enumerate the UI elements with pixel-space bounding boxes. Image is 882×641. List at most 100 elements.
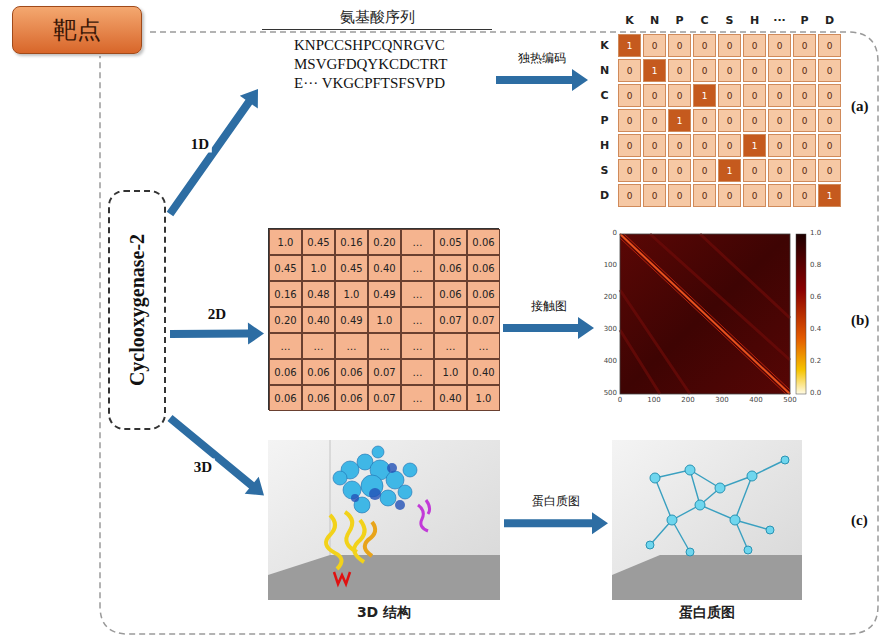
one-hot-cell: 0 bbox=[643, 84, 666, 107]
matrix-cell: … bbox=[401, 333, 434, 359]
correlation-matrix: 1.00.450.160.20…0.050.060.451.00.450.40…… bbox=[268, 228, 499, 410]
column-header: C bbox=[692, 8, 717, 33]
matrix-cell: … bbox=[434, 333, 467, 359]
one-hot-cell: 0 bbox=[643, 159, 666, 182]
target-tab: 靶点 bbox=[12, 6, 142, 54]
matrix-cell: 0.06 bbox=[335, 385, 368, 411]
column-header: S bbox=[717, 8, 742, 33]
one-hot-cell: 0 bbox=[818, 109, 841, 132]
y-tick: 200 bbox=[598, 293, 617, 301]
one-hot-cell: 0 bbox=[643, 109, 666, 132]
y-tick: 400 bbox=[598, 357, 617, 365]
matrix-cell: 0.07 bbox=[467, 307, 500, 333]
column-header: P bbox=[792, 8, 817, 33]
one-hot-cell: 0 bbox=[793, 134, 816, 157]
column-header: H bbox=[742, 8, 767, 33]
block-arrow bbox=[168, 415, 265, 496]
matrix-cell: 0.07 bbox=[434, 307, 467, 333]
y-tick: 100 bbox=[598, 261, 617, 269]
one-hot-cell: 0 bbox=[718, 59, 741, 82]
arrow-label: 2D bbox=[205, 305, 229, 322]
one-hot-cell: 0 bbox=[718, 84, 741, 107]
matrix-cell: … bbox=[401, 281, 434, 307]
matrix-cell: 0.40 bbox=[434, 385, 467, 411]
image-caption: 蛋白质图 bbox=[612, 604, 802, 622]
one-hot-cell: 0 bbox=[693, 59, 716, 82]
one-hot-cell: 1 bbox=[693, 84, 716, 107]
row-header: C bbox=[592, 83, 617, 108]
matrix-cell: … bbox=[335, 333, 368, 359]
sequence-heading: 氨基酸序列 bbox=[262, 8, 492, 30]
matrix-cell: … bbox=[302, 333, 335, 359]
one-hot-cell: 0 bbox=[693, 159, 716, 182]
row-header: D bbox=[592, 183, 617, 208]
graph-panel: 蛋白质图 bbox=[612, 440, 802, 625]
structure-panel: 3D 结构 bbox=[268, 440, 500, 625]
protein-name: Cyclooxygenase-2 bbox=[126, 234, 149, 386]
one-hot-cell: 0 bbox=[743, 159, 766, 182]
matrix-cell: 1.0 bbox=[302, 255, 335, 281]
matrix-cell: … bbox=[269, 333, 302, 359]
one-hot-cell: 0 bbox=[743, 59, 766, 82]
one-hot-cell: 0 bbox=[768, 34, 791, 57]
block-arrow bbox=[504, 512, 608, 534]
matrix-cell: 0.06 bbox=[335, 359, 368, 385]
x-tick: 200 bbox=[673, 396, 703, 404]
arrow-label: 3D bbox=[191, 458, 215, 475]
arrow-label: 独热编码 bbox=[515, 50, 569, 67]
target-tab-label: 靶点 bbox=[53, 14, 101, 46]
one-hot-cell: 0 bbox=[793, 159, 816, 182]
protein-3d-image bbox=[268, 440, 500, 600]
matrix-cell: 0.49 bbox=[335, 307, 368, 333]
one-hot-cell: 0 bbox=[643, 134, 666, 157]
matrix-cell: 0.06 bbox=[302, 385, 335, 411]
matrix-cell: 0.06 bbox=[434, 255, 467, 281]
contact-map: 001.01001000.82002000.63003000.44004000.… bbox=[598, 228, 844, 410]
matrix-cell: 1.0 bbox=[368, 307, 401, 333]
matrix-cell: 1.0 bbox=[269, 229, 302, 255]
amino-acid-sequence: KNPCCSHPCQNRGVC MSVGFDQYKCDCTRT E··· VKG… bbox=[294, 36, 460, 93]
one-hot-cell: 1 bbox=[668, 109, 691, 132]
colorbar-tick: 0.4 bbox=[810, 325, 821, 333]
one-hot-cell: 1 bbox=[743, 134, 766, 157]
one-hot-cell: 0 bbox=[768, 159, 791, 182]
x-tick: 300 bbox=[707, 396, 737, 404]
matrix-cell: 0.48 bbox=[302, 281, 335, 307]
one-hot-cell: 0 bbox=[693, 184, 716, 207]
protein-box: Cyclooxygenase-2 bbox=[108, 190, 166, 430]
sequence-block: 氨基酸序列 KNPCCSHPCQNRGVC MSVGFDQYKCDCTRT E··… bbox=[262, 8, 492, 98]
matrix-cell: 0.45 bbox=[302, 229, 335, 255]
y-tick: 500 bbox=[598, 389, 617, 397]
one-hot-matrix: KNPCSH···PDKNCPHSD1000000000100000000001… bbox=[592, 8, 842, 208]
matrix-cell: 0.05 bbox=[434, 229, 467, 255]
one-hot-cell: 0 bbox=[743, 34, 766, 57]
one-hot-cell: 0 bbox=[668, 84, 691, 107]
matrix-cell: 0.06 bbox=[467, 255, 500, 281]
one-hot-cell: 0 bbox=[793, 59, 816, 82]
block-arrow bbox=[503, 317, 594, 339]
one-hot-cell: 1 bbox=[643, 59, 666, 82]
one-hot-cell: 0 bbox=[643, 34, 666, 57]
one-hot-cell: 1 bbox=[818, 184, 841, 207]
y-tick: 300 bbox=[598, 325, 617, 333]
one-hot-cell: 0 bbox=[693, 109, 716, 132]
matrix-cell: … bbox=[401, 359, 434, 385]
one-hot-cell: 0 bbox=[818, 159, 841, 182]
dashed-frame bbox=[100, 32, 878, 634]
one-hot-cell: 1 bbox=[618, 34, 641, 57]
matrix-cell: … bbox=[368, 333, 401, 359]
panel-letter: (c) bbox=[851, 512, 868, 529]
matrix-cell: 0.20 bbox=[269, 307, 302, 333]
row-header: H bbox=[592, 133, 617, 158]
one-hot-cell: 0 bbox=[768, 109, 791, 132]
matrix-cell: 0.40 bbox=[467, 359, 500, 385]
one-hot-cell: 0 bbox=[618, 59, 641, 82]
one-hot-cell: 0 bbox=[668, 134, 691, 157]
matrix-cell: 0.07 bbox=[368, 385, 401, 411]
one-hot-cell: 0 bbox=[668, 34, 691, 57]
one-hot-cell: 1 bbox=[718, 159, 741, 182]
matrix-cell: 0.06 bbox=[467, 229, 500, 255]
block-arrow bbox=[496, 69, 588, 91]
matrix-cell: 0.06 bbox=[467, 281, 500, 307]
arrow-label: 蛋白质图 bbox=[529, 493, 583, 510]
